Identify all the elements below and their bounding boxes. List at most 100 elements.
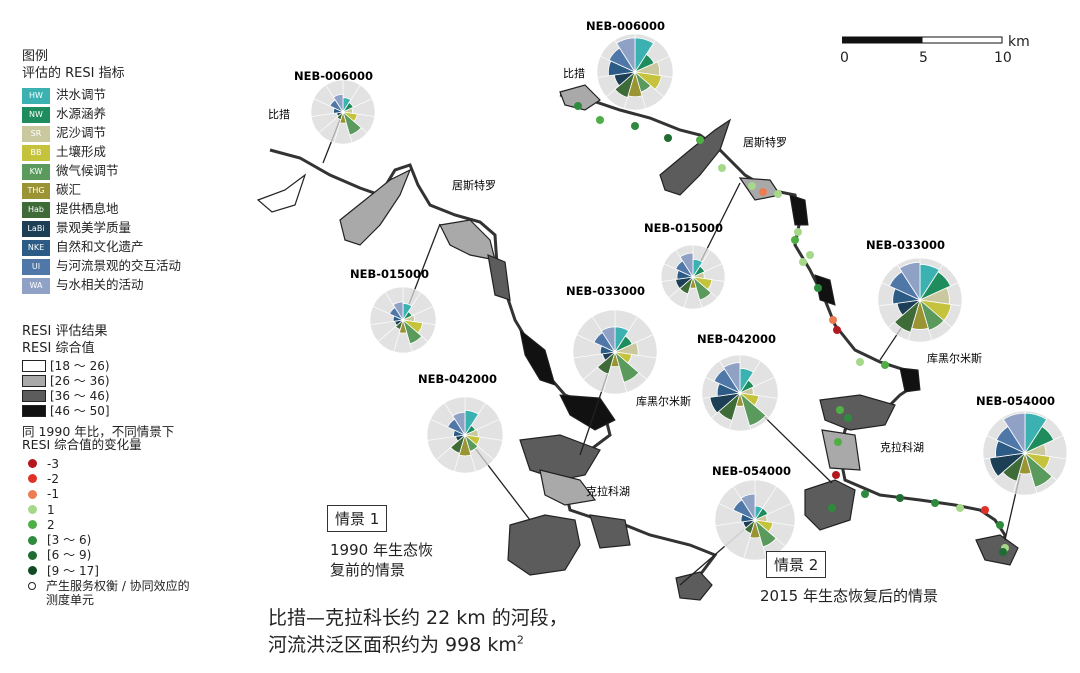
right-neb-006000-rose-wedge-Hab <box>614 70 636 99</box>
floodplain-segment <box>507 514 581 576</box>
change-dot-icon <box>28 535 37 545</box>
composite-row: [36 ～ 46) <box>22 388 262 403</box>
floodplain-segment <box>559 84 601 111</box>
indicator-swatch: NW <box>22 106 50 123</box>
change-marker <box>999 548 1007 556</box>
indicator-swatch: THG <box>22 182 50 199</box>
tradeoff-marker-icon <box>28 582 36 591</box>
indicator-row: WA 与水相关的活动 <box>22 276 262 295</box>
right-neb-033000-rose-wedge-NW <box>918 271 952 301</box>
right-neb-042000-site-label: NEB-042000 <box>697 332 776 346</box>
left-neb-015000-site-label: NEB-015000 <box>350 267 429 281</box>
left-neb-006000-rose-wedge-WA <box>332 93 344 114</box>
indicator-swatch: WA <box>22 277 50 294</box>
indicator-swatch: SR <box>22 125 50 142</box>
change-dot-icon <box>28 520 37 530</box>
scenario-2-box: 情景 2 <box>766 551 827 578</box>
right-neb-042000-rose-wedge-KW <box>739 391 767 427</box>
indicator-name: 土壤形成 <box>56 144 107 160</box>
right-neb-015000-rose-wedge-KW <box>692 275 712 301</box>
left-neb-015000-rose-wedge-Hab <box>394 318 404 330</box>
change-title-2: RESI 综合值的变化量 <box>22 436 142 452</box>
change-marker <box>828 504 836 512</box>
floodplain-segment <box>487 254 511 301</box>
left-neb-006000-rose-wedge-THG <box>339 110 347 124</box>
change-marker <box>806 251 814 259</box>
right-neb-015000-rose-wedge-WA <box>679 252 694 279</box>
river-channel-right <box>559 93 1007 556</box>
change-dots <box>574 102 1009 556</box>
left-neb-015000-rose-wedge-KW <box>402 318 423 345</box>
left-neb-033000-rose-wedge-WA <box>600 326 616 354</box>
tradeoff-legend-row: 产生服务权衡 / 协同效应的 <box>22 578 262 593</box>
rose-charts: NEB-006000NEB-015000NEB-033000NEB-042000… <box>294 19 1068 561</box>
indicator-swatch: Hab <box>22 201 50 218</box>
change-marker <box>956 504 964 512</box>
change-label: [9 ～ 17] <box>47 563 99 578</box>
left-neb-042000-site-label: NEB-042000 <box>418 372 497 386</box>
indicator-name: 洪水调节 <box>56 87 107 103</box>
floodplain-segment <box>339 168 412 246</box>
change-dot-icon <box>28 505 37 515</box>
change-marker <box>833 326 841 334</box>
indicator-swatch: NKE <box>22 239 50 256</box>
place-label-kuheiermisi-right: 库黑尔米斯 <box>927 352 982 365</box>
place-label-kelakehu-left: 克拉科湖 <box>586 484 630 498</box>
change-marker <box>836 406 844 414</box>
place-label-kuheiermisi-left: 库黑尔米斯 <box>636 395 691 408</box>
results-title: RESI 评估结果 <box>22 324 108 339</box>
change-marker <box>748 182 756 190</box>
change-label: [3 ～ 6) <box>47 533 92 548</box>
change-row: [9 ～ 17] <box>22 563 262 578</box>
composite-row: [26 ～ 36) <box>22 373 262 388</box>
composite-swatch <box>22 359 46 372</box>
summary-line2-sup: 2 <box>516 633 524 647</box>
change-marker <box>664 134 672 142</box>
right-neb-042000-rose-wedge-WA <box>723 362 741 395</box>
composite-title: RESI 综合值 <box>22 341 95 356</box>
left-neb-033000-rose-wedge-SR <box>613 341 639 356</box>
change-marker <box>834 438 842 446</box>
indicator-name: 与河流景观的交互活动 <box>56 258 182 274</box>
floodplain-segment <box>559 394 616 431</box>
floodplain-segment <box>256 173 307 213</box>
change-label: 2 <box>47 517 55 532</box>
indicator-name: 与水相关的活动 <box>56 277 144 293</box>
place-label-bicuo-left: 比措 <box>268 107 290 121</box>
change-marker <box>799 258 807 266</box>
change-label: -1 <box>47 487 59 502</box>
composite-swatch <box>22 389 46 402</box>
left-neb-042000-rose-wedge-WA <box>452 411 466 437</box>
change-label: [6 ～ 9) <box>47 548 92 563</box>
change-marker <box>896 494 904 502</box>
right-neb-033000-rose-wedge-WA <box>899 261 921 302</box>
scenario-1-desc: 1990 年生态恢 复前的情景 <box>330 540 433 581</box>
change-row: 2 <box>22 517 262 532</box>
scale-bar-graphic <box>841 36 1003 44</box>
change-title-1: 同 1990 年比，不同情景下 <box>22 424 175 439</box>
change-marker <box>794 228 802 236</box>
left-neb-054000-rose-wedge-Hab <box>743 518 756 534</box>
scenario-1-line2: 复前的情景 <box>330 561 406 580</box>
left-neb-054000-rose-wedge-WA <box>740 493 756 522</box>
right-neb-015000-rose-wedge-NW <box>691 265 706 278</box>
summary-line2: 河流洪泛区面积约为 998 km2 <box>268 632 568 659</box>
right-neb-015000-rose-wedge-LaBi <box>675 276 695 290</box>
scale-tick-5: 5 <box>919 50 928 66</box>
scale-bar: km 0 5 10 <box>840 34 1042 72</box>
floodplain-segment <box>789 194 809 226</box>
composite-label: [36 ～ 46) <box>50 388 110 403</box>
change-marker <box>856 358 864 366</box>
change-row: [6 ～ 9) <box>22 548 262 563</box>
right-neb-033000-rose-wedge-Hab <box>894 298 921 333</box>
right-river-map <box>559 84 1019 566</box>
scenario-2-desc: 2015 年生态恢复后的情景 <box>760 587 938 605</box>
indicators-title: 评估的 RESI 指标 <box>22 66 125 81</box>
